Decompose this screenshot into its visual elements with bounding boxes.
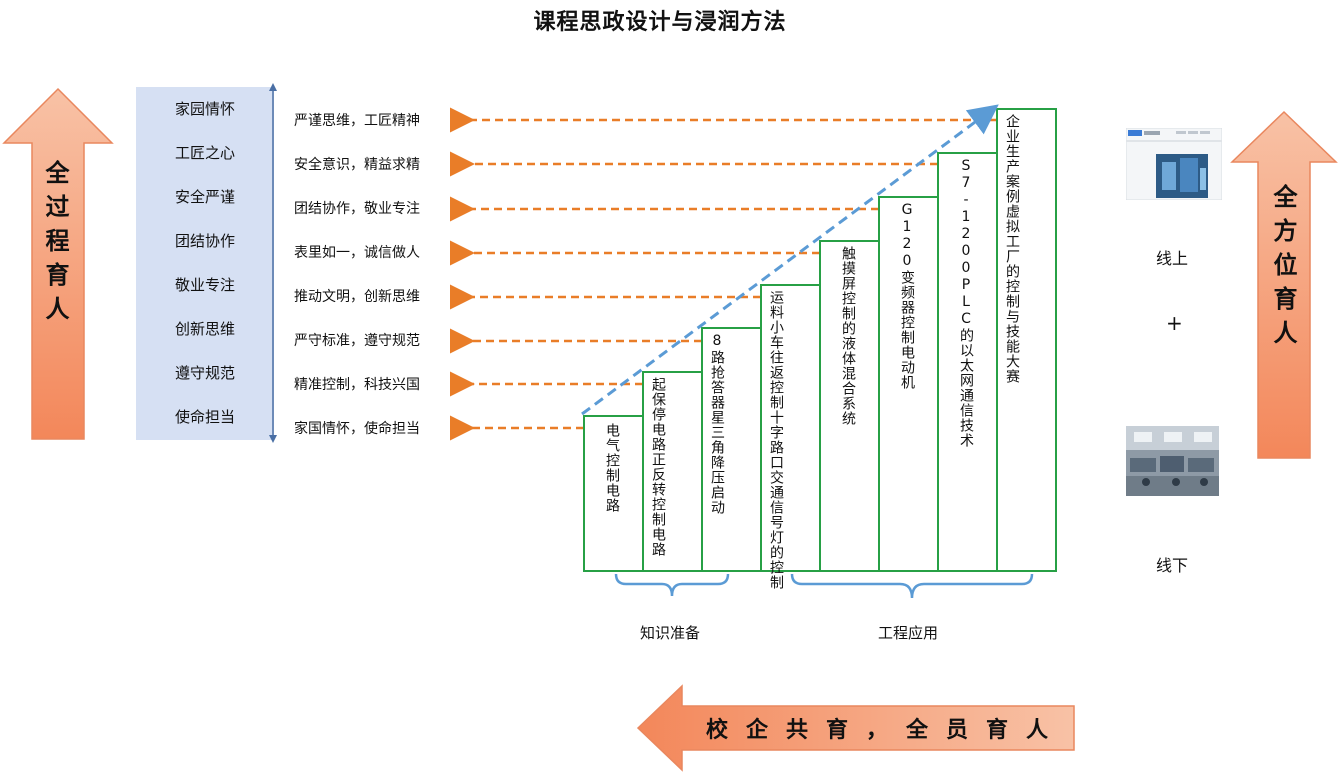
ideology-item: 工匠之心 [174,144,235,162]
value-item: 精准控制，科技兴国 [294,377,420,393]
bottom-left-arrow [636,684,1075,772]
step-label: 企业生产案例虚拟工厂的控制与技能大赛 [1003,114,1021,384]
step-box [701,327,762,572]
step-box [583,415,644,572]
right-up-arrow [1230,110,1338,459]
offline-label: 线下 [1156,556,1189,575]
step-label: 触摸屏控制的液体混合系统 [840,246,856,426]
ideology-item: 敬业专注 [174,276,235,294]
value-item: 推动文明，创新思维 [294,289,420,305]
group-label-engineering: 工程应用 [878,624,939,642]
value-item: 家国情怀，使命担当 [294,421,420,437]
step-box [996,108,1057,572]
step-label-column: 起保停电路 [650,377,666,452]
plus-label: + [1166,311,1183,335]
step-label-column: 运料小车往返控制 [768,290,784,410]
bracket-knowledge [614,573,730,597]
value-item: 表里如一，诚信做人 [294,245,420,261]
bottom-arrow-label: 校企共育，全员育人 [706,718,1067,743]
step-label: 电气控制电路 [604,423,620,513]
step-label: 8路抢答器星三角降压启动 [708,333,726,515]
step-label: S7-1200PLC的以太网通信技术 [958,158,974,448]
step-box [760,284,821,572]
online-label: 线上 [1156,249,1189,268]
step-label-column: 企业生产案例 [1004,114,1020,204]
progress-diagonal-arrow [581,104,999,416]
step-box [878,196,939,572]
step-label-column: 虚拟工厂的控制与技能大赛 [1004,204,1020,384]
panel-double-arrow [269,83,277,443]
value-item: 严谨思维，工匠精神 [294,113,420,129]
step-box [819,240,880,572]
bracket-engineering [790,573,1034,599]
step-box [937,152,998,572]
step-label-column: 十字路口交通信号灯的控制 [768,410,784,590]
ideology-item: 使命担当 [174,408,235,426]
step-label: 运料小车往返控制十字路口交通信号灯的控制 [767,290,785,590]
step-label-column: 8路抢答器 [709,333,725,410]
ideology-item: 遵守规范 [174,364,235,382]
diagram-title: 课程思政设计与浸润方法 [533,10,787,35]
left-up-arrow [2,87,114,440]
ideology-item: 创新思维 [174,320,235,338]
ideology-item: 家园情怀 [174,100,235,118]
ideology-panel: 家园情怀 工匠之心 安全严谨 团结协作 敬业专注 创新思维 遵守规范 使命担当 [136,87,274,440]
group-label-knowledge: 知识准备 [640,624,701,642]
step-label: 起保停电路正反转控制电路 [649,377,667,567]
value-item: 严守标准，遵守规范 [294,333,420,349]
left-arrow-label: 全过程育人 [41,160,69,330]
offline-lab-photo [1126,426,1219,496]
step-label-column: 正反转控制电路 [650,452,666,557]
ideology-item: 安全严谨 [174,188,235,206]
ideology-item: 团结协作 [174,232,235,250]
step-label-column: 星三角降压启动 [709,410,725,515]
right-arrow-label: 全方位育人 [1269,184,1297,354]
value-item: 团结协作，敬业专注 [294,201,420,217]
online-course-screenshot [1126,128,1222,200]
value-item: 安全意识，精益求精 [294,157,420,173]
step-label: G120变频器控制电动机 [899,202,915,390]
